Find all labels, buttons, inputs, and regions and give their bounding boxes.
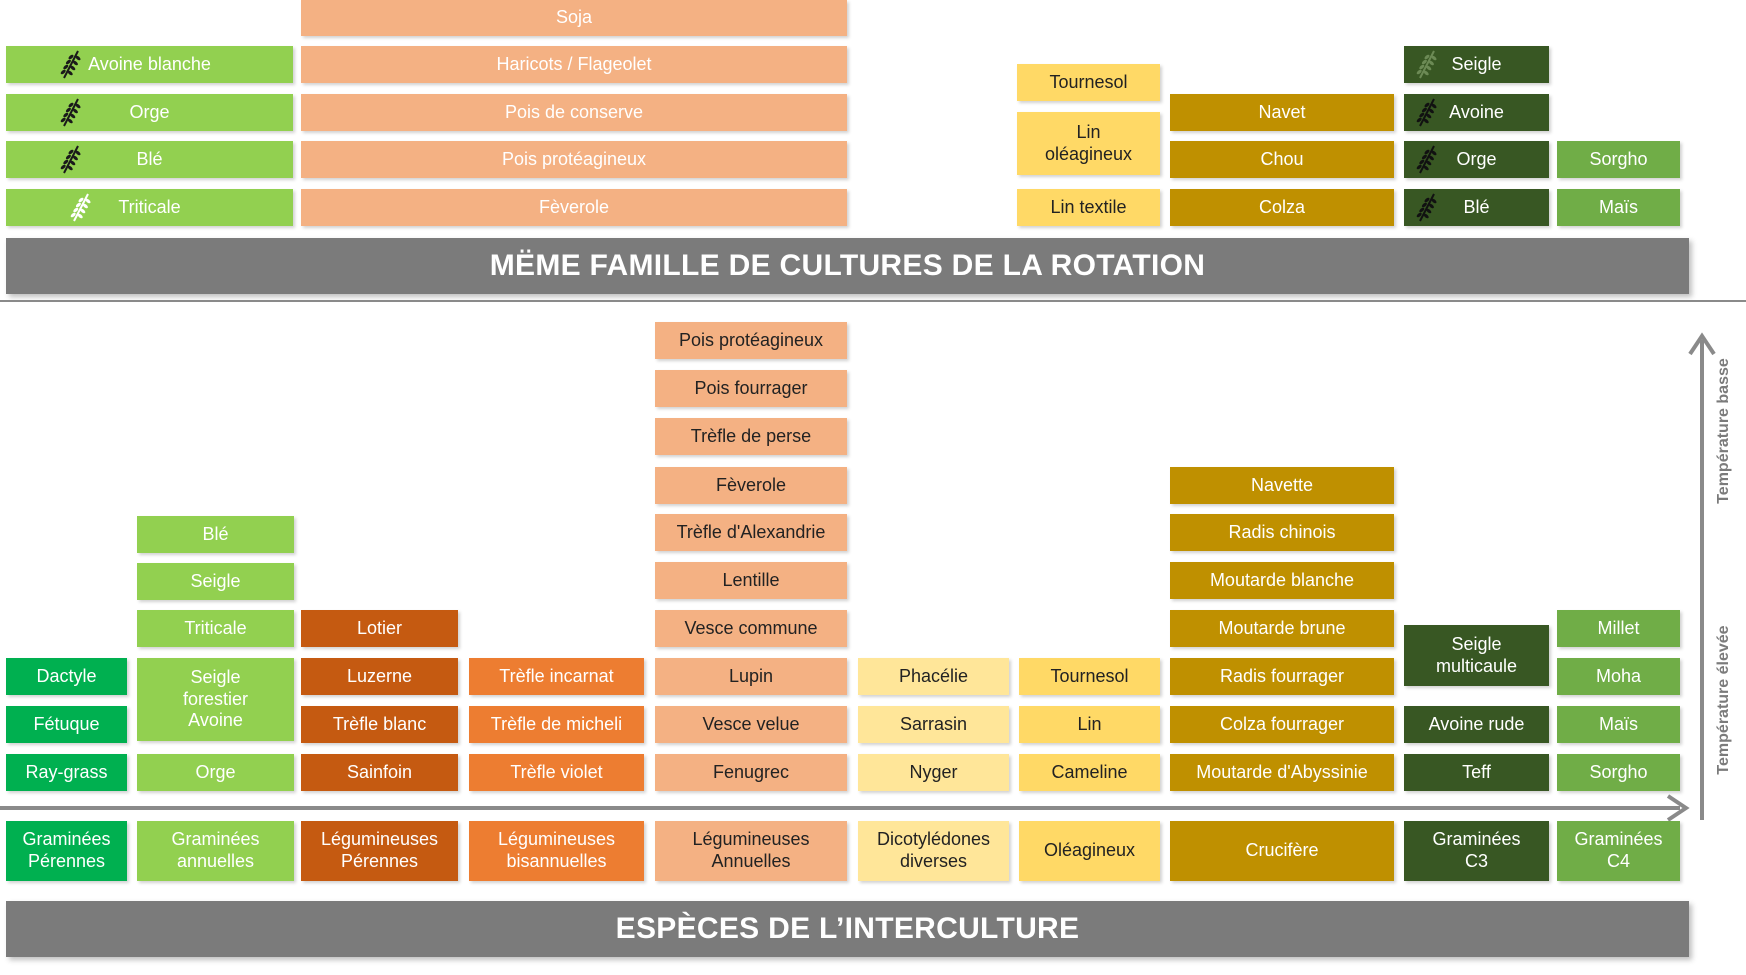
species-legumineuses_perennes-3: Sainfoin	[301, 754, 458, 791]
rotation-oilseed-2: Lin textile	[1017, 189, 1160, 226]
wheat-icon	[70, 193, 91, 222]
species-graminees_annuelles-0: Blé	[137, 516, 294, 553]
header-graminees_c3: Graminées C3	[1404, 821, 1549, 881]
rotation-legume-1: Haricots / Flageolet	[301, 46, 847, 83]
axis-label-low-temperature: Température basse	[1715, 358, 1732, 504]
rotation-crucifer-2: Colza	[1170, 189, 1394, 226]
species-oleagineux-2: Cameline	[1019, 754, 1160, 791]
rotation-crucifer-0: Navet	[1170, 94, 1394, 131]
header-legumineuses_annuelles: Légumineuses Annuelles	[655, 821, 847, 881]
rotation-cereal-0: Avoine blanche	[6, 46, 293, 83]
species-legumineuses_annuelles-4: Trèfle d'Alexandrie	[655, 514, 847, 551]
species-crucifere-2: Moutarde blanche	[1170, 562, 1394, 599]
header-graminees_c4: Graminées C4	[1557, 821, 1680, 881]
species-graminees_c3-2: Teff	[1404, 754, 1549, 791]
species-legumineuses_annuelles-5: Lentille	[655, 562, 847, 599]
species-legumineuses_annuelles-9: Fenugrec	[655, 754, 847, 791]
header-legumineuses_bisannuelles: Légumineuses bisannuelles	[469, 821, 644, 881]
species-graminees_perennes-2: Ray-grass	[6, 754, 127, 791]
temperature-axis	[0, 332, 1716, 822]
rotation-c3-2: Orge	[1404, 141, 1549, 178]
species-crucifere-6: Moutarde d'Abyssinie	[1170, 754, 1394, 791]
rotation-cereal-3: Triticale	[6, 189, 293, 226]
species-legumineuses_annuelles-3: Fèverole	[655, 467, 847, 504]
rotation-cereal-1: Orge	[6, 94, 293, 131]
species-graminees_c4-0: Millet	[1557, 610, 1680, 647]
species-graminees_c4-1: Moha	[1557, 658, 1680, 695]
species-graminees_annuelles-2: Triticale	[137, 610, 294, 647]
rotation-crucifer-1: Chou	[1170, 141, 1394, 178]
rotation-oilseed-1: Lin oléagineux	[1017, 112, 1160, 175]
species-legumineuses_perennes-1: Luzerne	[301, 658, 458, 695]
species-graminees_c3-0: Seigle multicaule	[1404, 625, 1549, 686]
rotation-legume-2: Pois de conserve	[301, 94, 847, 131]
wheat-icon	[60, 145, 81, 174]
header-dicotyledones: Dicotylédones diverses	[858, 821, 1009, 881]
header-crucifere: Crucifère	[1170, 821, 1394, 881]
wheat-icon	[1416, 145, 1437, 174]
species-oleagineux-1: Lin	[1019, 706, 1160, 743]
species-legumineuses_annuelles-2: Trèfle de perse	[655, 418, 847, 455]
wheat-icon	[1416, 50, 1437, 79]
wheat-icon	[1416, 193, 1437, 222]
species-legumineuses_bisannuelles-1: Trèfle de micheli	[469, 706, 644, 743]
species-legumineuses_bisannuelles-0: Trèfle incarnat	[469, 658, 644, 695]
rotation-c3-0: Seigle	[1404, 46, 1549, 83]
species-legumineuses_annuelles-8: Vesce velue	[655, 706, 847, 743]
species-legumineuses_annuelles-1: Pois fourrager	[655, 370, 847, 407]
rotation-cereal-2: Blé	[6, 141, 293, 178]
interculture-banner: ESPÈCES DE L’INTERCULTURE	[6, 901, 1689, 957]
species-crucifere-5: Colza fourrager	[1170, 706, 1394, 743]
rotation-c4-0: Sorgho	[1557, 141, 1680, 178]
species-legumineuses_annuelles-0: Pois protéagineux	[655, 322, 847, 359]
header-graminees_perennes: Graminées Pérennes	[6, 821, 127, 881]
horizontal-axis-arrowhead	[1666, 794, 1690, 822]
species-crucifere-4: Radis fourrager	[1170, 658, 1394, 695]
species-legumineuses_perennes-0: Lotier	[301, 610, 458, 647]
header-legumineuses_perennes: Légumineuses Pérennes	[301, 821, 458, 881]
species-graminees_perennes-0: Dactyle	[6, 658, 127, 695]
species-graminees_annuelles-3: Seigle forestier Avoine	[137, 658, 294, 741]
rotation-c4-1: Maïs	[1557, 189, 1680, 226]
header-graminees_annuelles: Graminées annuelles	[137, 821, 294, 881]
wheat-icon	[60, 50, 81, 79]
rotation-banner: MËME FAMILLE DE CULTURES DE LA ROTATION	[6, 238, 1689, 294]
species-legumineuses_annuelles-7: Lupin	[655, 658, 847, 695]
rotation-c3-1: Avoine	[1404, 94, 1549, 131]
species-graminees_c4-3: Sorgho	[1557, 754, 1680, 791]
section-divider	[0, 300, 1746, 302]
species-oleagineux-0: Tournesol	[1019, 658, 1160, 695]
header-oleagineux: Oléagineux	[1019, 821, 1160, 881]
rotation-oilseed-0: Tournesol	[1017, 64, 1160, 101]
species-graminees_perennes-1: Fétuque	[6, 706, 127, 743]
species-graminees_c3-1: Avoine rude	[1404, 706, 1549, 743]
species-legumineuses_annuelles-6: Vesce commune	[655, 610, 847, 647]
species-dicotyledones-0: Phacélie	[858, 658, 1009, 695]
wheat-icon	[1416, 98, 1437, 127]
species-dicotyledones-1: Sarrasin	[858, 706, 1009, 743]
species-crucifere-0: Navette	[1170, 467, 1394, 504]
rotation-c3-3: Blé	[1404, 189, 1549, 226]
species-graminees_c4-2: Maïs	[1557, 706, 1680, 743]
wheat-icon	[60, 98, 81, 127]
species-crucifere-3: Moutarde brune	[1170, 610, 1394, 647]
species-graminees_annuelles-4: Orge	[137, 754, 294, 791]
rotation-legume-3: Pois protéagineux	[301, 141, 847, 178]
rotation-legume-0: Soja	[301, 0, 847, 36]
axis-label-high-temperature: Température élevée	[1715, 625, 1732, 775]
species-legumineuses_perennes-2: Trèfle blanc	[301, 706, 458, 743]
species-legumineuses_bisannuelles-2: Trèfle violet	[469, 754, 644, 791]
rotation-legume-4: Fèverole	[301, 189, 847, 226]
species-dicotyledones-2: Nyger	[858, 754, 1009, 791]
vertical-axis-arrowhead	[1688, 332, 1716, 356]
species-graminees_annuelles-1: Seigle	[137, 563, 294, 600]
species-crucifere-1: Radis chinois	[1170, 514, 1394, 551]
